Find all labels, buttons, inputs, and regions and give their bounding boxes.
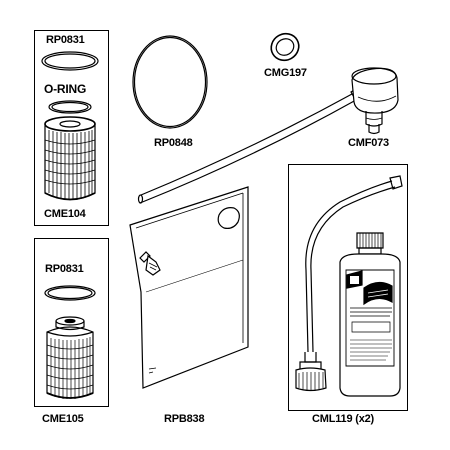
cme105-label: CME105 — [42, 413, 84, 425]
cml119-label: CML119 (x2) — [312, 413, 374, 425]
rp0848-label: RP0848 — [154, 137, 193, 149]
rp0831-o-ring-bottom — [45, 286, 95, 300]
cme105-filter — [47, 317, 93, 399]
rp0831-label-bottom: RP0831 — [45, 263, 84, 275]
cme104-frame — [34, 30, 109, 226]
rp0848-large-ring — [133, 36, 207, 128]
rp0831-label-top: RP0831 — [46, 34, 85, 46]
cmf073-fitting — [351, 68, 398, 134]
cmf073-label: CMF073 — [348, 137, 389, 149]
cml119-frame — [288, 164, 408, 411]
rpb838-bag — [130, 187, 248, 388]
cmg197-label: CMG197 — [264, 67, 307, 79]
rp0831-o-ring-top — [42, 52, 98, 70]
rpb838-label: RPB838 — [164, 413, 205, 425]
cme104-filter — [45, 117, 95, 200]
cmg197-gasket — [266, 29, 303, 66]
cml119-tube-bottle — [296, 176, 402, 396]
cme105-frame — [34, 238, 109, 407]
small-o-ring — [49, 101, 91, 113]
long-tube — [139, 94, 357, 203]
cme104-label: CME104 — [44, 208, 86, 220]
o-ring-label: O-RING — [44, 82, 87, 96]
